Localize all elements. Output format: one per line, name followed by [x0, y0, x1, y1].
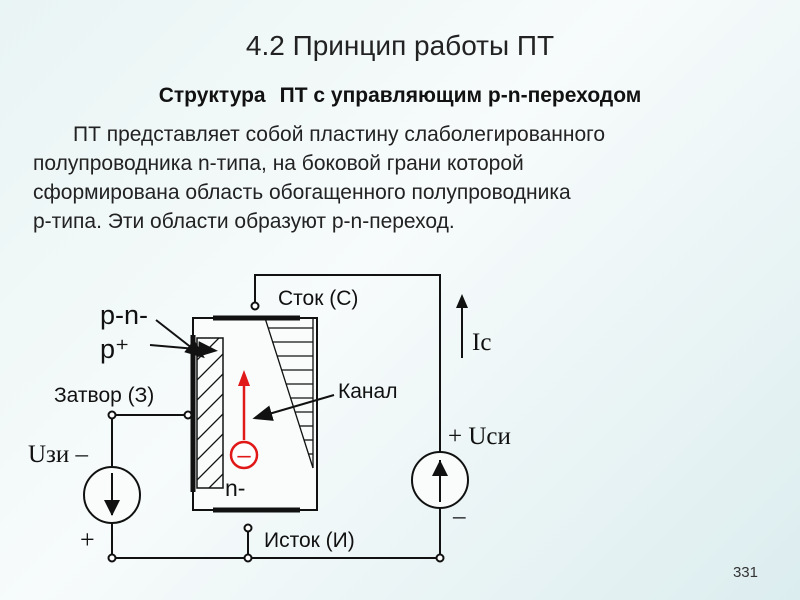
label-plus-left: +	[80, 525, 95, 554]
source-to-bottom-wire	[112, 528, 249, 559]
paragraph-line-1: ПТ представляет собой пластину слаболеги…	[73, 123, 606, 146]
label-gate: Затвор (З)	[54, 384, 154, 407]
p-plus-pointer	[149, 341, 218, 358]
bottom-right-junction	[435, 553, 445, 563]
label-uzi: Uзи –	[28, 441, 89, 468]
label-ic: Ic	[472, 329, 491, 356]
label-p-plus: p⁺	[100, 334, 129, 364]
drain-to-right-wire	[254, 274, 441, 452]
channel-pointer	[252, 394, 335, 421]
label-source: Исток (И)	[264, 529, 355, 552]
electron-sign: –	[237, 442, 251, 469]
paragraph-line-4: p-типа. Эти области образуют p-n-переход…	[33, 210, 455, 233]
subtitle-structure: Структура	[158, 84, 266, 107]
source-terminal	[243, 523, 253, 533]
slide-subtitle: Структура ПТ с управляющим p-n-переходом	[0, 84, 800, 108]
label-channel: Канал	[338, 380, 397, 403]
gate-voltage-source	[83, 466, 141, 524]
source-junction	[243, 553, 253, 563]
electron-arrowhead	[238, 370, 250, 386]
drain-terminal	[250, 301, 260, 311]
electron	[229, 440, 259, 470]
slide-title: 4.2 Принцип работы ПТ	[245, 30, 555, 61]
gate-terminal	[183, 410, 193, 420]
gate-to-left-wire	[111, 414, 188, 468]
bottom-left-junction	[107, 553, 117, 563]
label-n-minus: n-	[225, 475, 245, 501]
p-plus-region	[196, 337, 224, 489]
depletion-region	[264, 317, 314, 469]
electron-motion: –	[229, 370, 259, 470]
terminals	[107, 301, 445, 563]
pn-pointer	[155, 319, 205, 359]
drain-voltage-source	[411, 451, 469, 509]
n-type-body	[192, 317, 318, 511]
label-uci: + Uси	[448, 423, 511, 450]
paragraph-line-2: полупроводника n-типа, на боковой грани …	[33, 152, 524, 175]
ic-arrow	[456, 294, 468, 358]
gate-left-junction	[107, 410, 117, 420]
label-minus-right: –	[452, 503, 466, 530]
label-drain: Сток (С)	[278, 287, 358, 310]
subtitle-type: ПТ с управляющим p-n-переходом	[279, 84, 642, 107]
label-pn: p-n-	[100, 300, 148, 330]
description-paragraph: ПТ представляет собой пластину слаболеги…	[33, 120, 773, 236]
paragraph-line-3: сформирована область обогащенного полупр…	[33, 181, 571, 204]
page-number: 331	[732, 564, 758, 581]
